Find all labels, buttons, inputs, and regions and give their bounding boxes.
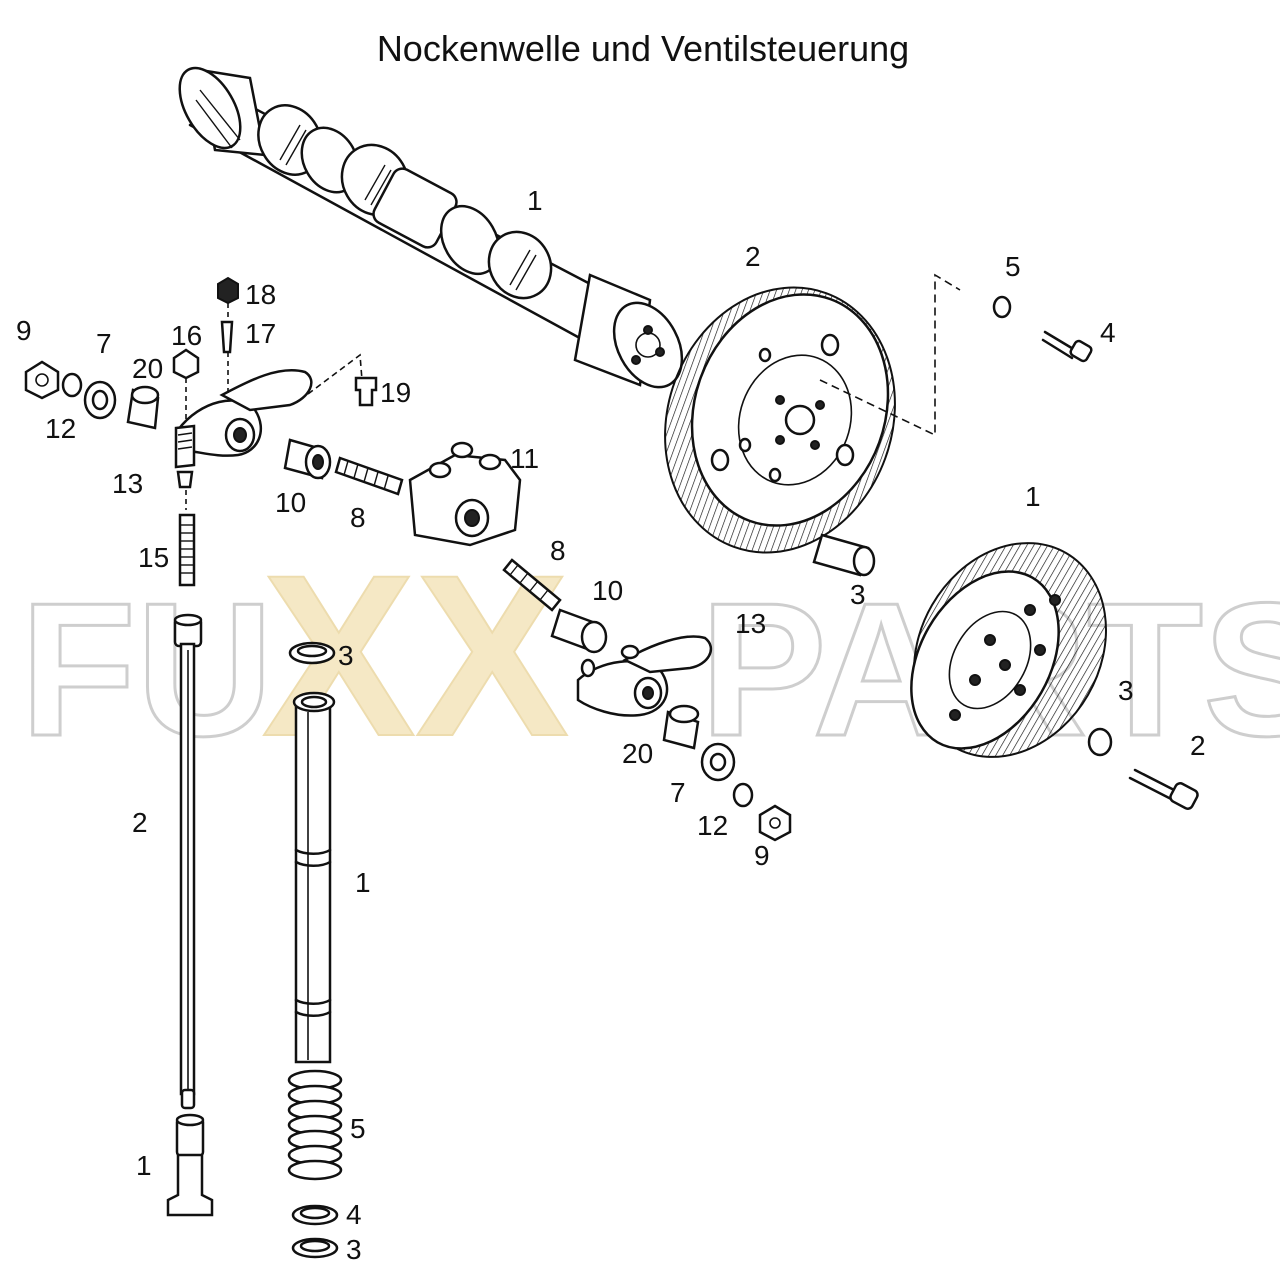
callout-seal-ring-3: 3 (346, 1234, 362, 1265)
callout-gear-bolt: 4 (1100, 317, 1116, 348)
callout-pushrod: 2 (132, 807, 148, 838)
callout-left-adjuster: 13 (112, 468, 143, 499)
spring (287, 1069, 343, 1181)
left-rocker-assembly (24, 276, 404, 587)
callout-left-cap: 18 (245, 279, 276, 310)
seal-ring-3 (291, 1237, 339, 1259)
flywheel (910, 542, 1107, 758)
callout-left-plug: 19 (380, 377, 411, 408)
callout-pushrod-tube: 1 (355, 867, 371, 898)
pushrod-tube (292, 691, 336, 1064)
callout-camshaft: 1 (527, 185, 543, 216)
callout-left-lockwasher: 12 (45, 413, 76, 444)
callout-right-bushing: 20 (622, 738, 653, 769)
gear-washer (992, 295, 1012, 319)
callout-right-spacer: 10 (592, 575, 623, 606)
callout-flywheel-bolt: 2 (1190, 730, 1206, 761)
callout-seal-ring-4: 4 (346, 1199, 362, 1230)
callout-tube-seal-top: 3 (338, 640, 354, 671)
flywheel-washer (1087, 727, 1113, 757)
cam-gear (664, 273, 961, 554)
tappet (166, 1113, 214, 1217)
callout-right-rocker: 13 (735, 608, 766, 639)
callout-left-rocker-nut: 16 (171, 320, 202, 351)
gear-bolt (1041, 330, 1093, 363)
page-title: Nockenwelle und Ventilsteuerung (376, 28, 910, 69)
callout-spring: 5 (350, 1113, 366, 1144)
callout-tappet: 1 (136, 1150, 152, 1181)
callout-left-adjust-screw: 15 (138, 542, 169, 573)
callout-left-spacer: 10 (275, 487, 306, 518)
callout-left-pin: 17 (245, 318, 276, 349)
pushrod (173, 613, 203, 1110)
callout-gear-spacer: 3 (850, 579, 866, 610)
callout-left-nut: 9 (16, 315, 32, 346)
callout-flywheel-washer: 3 (1118, 675, 1134, 706)
flywheel-bolt (1128, 768, 1199, 810)
tube-seal-top (288, 641, 336, 665)
callout-right-shaft: 8 (550, 535, 566, 566)
seal-ring-4 (291, 1204, 339, 1226)
rocker-bracket (408, 441, 522, 547)
callout-right-lockwasher: 12 (697, 810, 728, 841)
callout-left-washer: 7 (96, 328, 112, 359)
callout-rocker-bracket: 11 (510, 443, 539, 474)
callout-left-bushing: 20 (132, 353, 163, 384)
right-rocker-assembly (502, 558, 792, 842)
camshaft (178, 66, 684, 389)
callout-right-washer: 7 (670, 777, 686, 808)
gear-spacer (812, 533, 876, 577)
callout-cam-gear: 2 (745, 241, 761, 272)
callout-right-nut: 9 (754, 840, 770, 871)
callout-left-shaft: 8 (350, 502, 366, 533)
callout-gear-washer: 5 (1005, 251, 1021, 282)
watermark-fu: FU (20, 564, 273, 776)
callout-flywheel: 1 (1025, 481, 1041, 512)
